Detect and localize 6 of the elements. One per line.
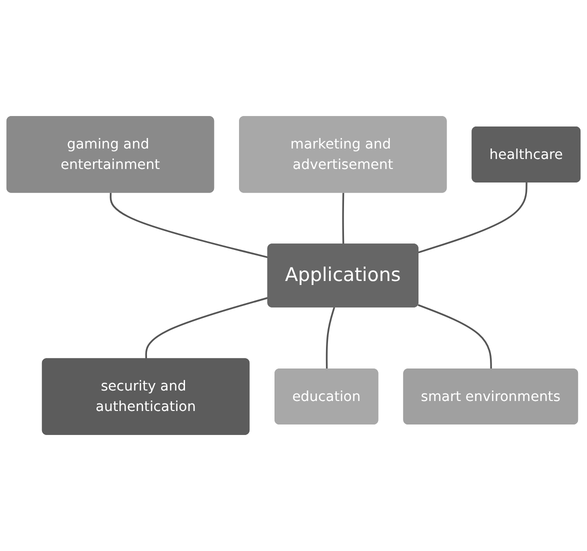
connector	[418, 182, 528, 254]
connector	[342, 192, 344, 244]
connector	[145, 296, 268, 360]
connector	[418, 304, 492, 370]
connector	[326, 307, 336, 370]
connector	[110, 192, 268, 258]
